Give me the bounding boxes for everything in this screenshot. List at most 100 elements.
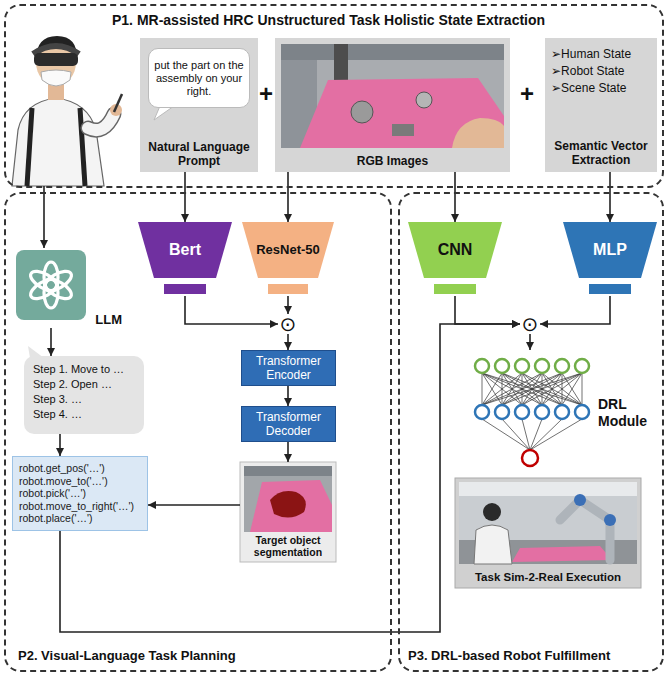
step-line: Step 4. …: [33, 407, 135, 422]
llm-icon: LLM: [16, 250, 124, 328]
worker-figure: [41, 70, 71, 86]
rgb-photo: [275, 38, 510, 172]
neural-network: [575, 359, 589, 373]
process-label: Transformer Decoder: [246, 410, 331, 438]
connector-arrow: [287, 172, 289, 222]
neural-network: [475, 359, 589, 466]
connector-arrow: [529, 334, 531, 350]
code-line: robot.get_pos('…'): [19, 462, 141, 475]
connector-arrow: [287, 334, 289, 350]
llm-logo: [28, 262, 75, 308]
trapezoid-body: [408, 222, 502, 278]
encoder-trapezoid: CNN: [408, 222, 502, 296]
neural-network: [475, 405, 589, 419]
neural-network: [482, 373, 582, 450]
connector-arrow: [540, 296, 610, 324]
connector-arrow: [287, 386, 289, 406]
plus-sign-holder: +: [520, 80, 534, 108]
code-line: robot.move_to_right('…'): [19, 500, 141, 513]
connector-arrow: [184, 172, 186, 222]
worker-figure: [34, 53, 78, 66]
state-panel: ➢Human State➢Robot State➢Scene StateSema…: [545, 38, 657, 172]
photo-caption: Target object segmentation: [242, 532, 334, 560]
lab-photo: [474, 525, 512, 564]
encoder-label: Bert: [145, 222, 225, 260]
worker-figure: [27, 108, 32, 186]
prompt-panel-ground: [140, 38, 258, 172]
connector-arrow: [455, 296, 520, 324]
bubble-tail: [154, 106, 174, 120]
feature-bar: [268, 284, 308, 294]
llm-logo: [28, 267, 61, 294]
worker-figure: [80, 108, 85, 186]
neural-network: [515, 405, 529, 419]
prompt-panel: Natural Language Prompt put the part on t…: [140, 38, 258, 172]
plus-sign: +: [259, 80, 273, 108]
code-line: robot.move_to('…'): [19, 475, 141, 488]
connector-arrow: [609, 172, 611, 222]
lab-photo: [459, 482, 637, 564]
neural-network: [522, 450, 538, 466]
worker-figure: [114, 94, 122, 112]
llm-logo: [16, 250, 86, 320]
rgb-photo: [275, 38, 510, 172]
leader-arrow: [43, 186, 45, 248]
connector-arrow: [287, 442, 289, 462]
segmentation-photo: [244, 466, 332, 476]
connector-arrow: [59, 434, 61, 456]
panel-caption: Natural Language Prompt: [144, 140, 254, 168]
segmentation-photo: [250, 480, 332, 532]
lab-photo: [455, 478, 641, 588]
connector-arrow: [50, 328, 52, 356]
rgb-photo: [452, 118, 504, 148]
process-box: Transformer Decoder: [241, 406, 336, 442]
region-title: P3. DRL-based Robot Fulfillment: [408, 647, 654, 664]
fusion-glyph: ⊙: [278, 314, 298, 334]
neural-network: [475, 405, 489, 419]
panel-caption: Semantic Vector Extraction: [551, 139, 651, 167]
encoder-trapezoid: MLP: [563, 222, 657, 296]
lab-photo: [560, 500, 610, 560]
rgb-photo: [392, 124, 414, 136]
trapezoid-body: [563, 222, 657, 278]
neural-network: [555, 359, 569, 373]
plus-sign: +: [520, 80, 534, 108]
feature-bar: [434, 284, 476, 294]
prompt-text: put the part on the assembly on your rig…: [154, 59, 244, 98]
fusion-symbol: ⊙: [278, 314, 298, 334]
code-line: robot.pick('…'): [19, 487, 141, 500]
region-panel: P1. MR-assisted HRC Unstructured Task Ho…: [4, 4, 664, 188]
neural-network: [535, 405, 549, 419]
worker-figure: [33, 46, 79, 54]
trapezoid-shape: [408, 222, 502, 296]
panel-caption: RGB Images: [279, 154, 506, 168]
fusion-glyph: ⊙: [520, 314, 540, 334]
trapezoid-shape: [563, 222, 657, 296]
step-bubble: Step 1. Move to …Step 2. Open …Step 3. ……: [24, 356, 144, 434]
worker-figure: [88, 114, 114, 130]
step-line: Step 3. …: [33, 392, 135, 407]
state-item: ➢Human State: [551, 46, 651, 63]
segmentation-photo: [240, 462, 336, 562]
neural-network: [515, 359, 529, 373]
worker-figure: [12, 36, 122, 186]
neural-network: [575, 405, 589, 419]
rgb-photo: [281, 44, 504, 148]
image-panel: Task Sim-2-Real Execution: [455, 478, 641, 588]
lab-photo: [459, 482, 637, 496]
plus-sign-holder: +: [259, 80, 273, 108]
code-line: robot.place('…'): [19, 512, 141, 525]
segmentation-photo: [270, 491, 306, 518]
state-item: ➢Robot State: [551, 63, 651, 80]
encoder-trapezoid: Bert: [138, 222, 232, 296]
segmentation-photo: [244, 466, 332, 532]
lab-photo: [574, 494, 586, 506]
photo-caption: Task Sim-2-Real Execution: [457, 569, 639, 586]
state-item: ➢Scene State: [551, 80, 651, 97]
worker-figure: [12, 98, 104, 186]
neural-network: [475, 359, 589, 373]
connector-arrow: [287, 296, 289, 314]
network-module: DRL Module: [462, 350, 658, 470]
feature-bar: [589, 284, 631, 294]
